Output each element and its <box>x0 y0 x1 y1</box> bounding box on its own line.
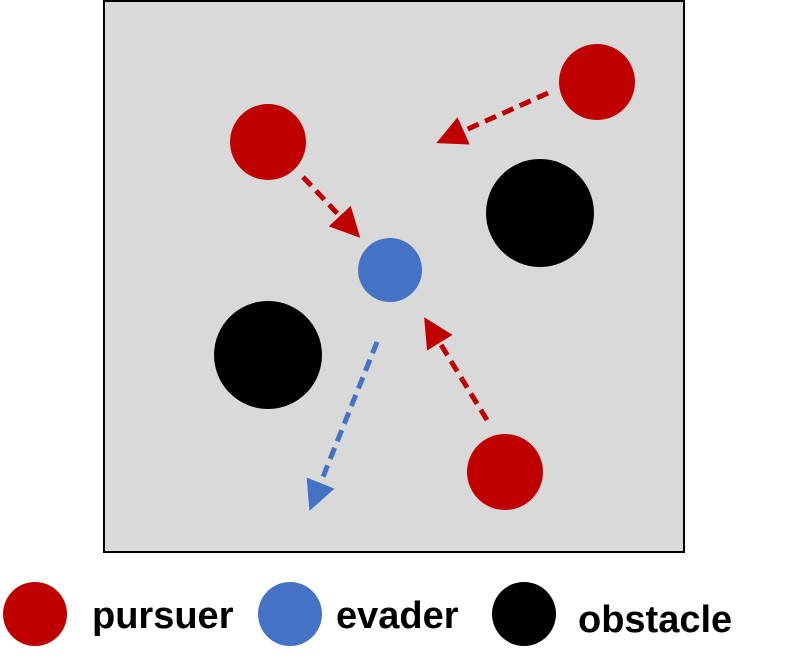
legend-obstacle-label: obstacle <box>578 599 732 641</box>
pursuer-direction-arrow <box>301 175 361 238</box>
legend: pursuer evader obstacle <box>3 582 732 646</box>
pursuer-circle <box>559 44 635 120</box>
legend-pursuer-swatch <box>3 582 67 646</box>
evader-circle <box>358 238 422 302</box>
legend-evader-swatch <box>258 582 322 646</box>
pursuer-circle <box>467 434 543 510</box>
pursuer-direction-arrow <box>424 317 490 422</box>
legend-obstacle-swatch <box>492 582 556 646</box>
pursuer-circle <box>230 104 306 180</box>
legend-evader-label: evader <box>336 595 459 637</box>
obstacle-circle <box>486 159 594 267</box>
obstacle-circle <box>214 301 322 409</box>
legend-pursuer-label: pursuer <box>92 595 234 637</box>
evader-direction-arrow <box>306 341 380 511</box>
